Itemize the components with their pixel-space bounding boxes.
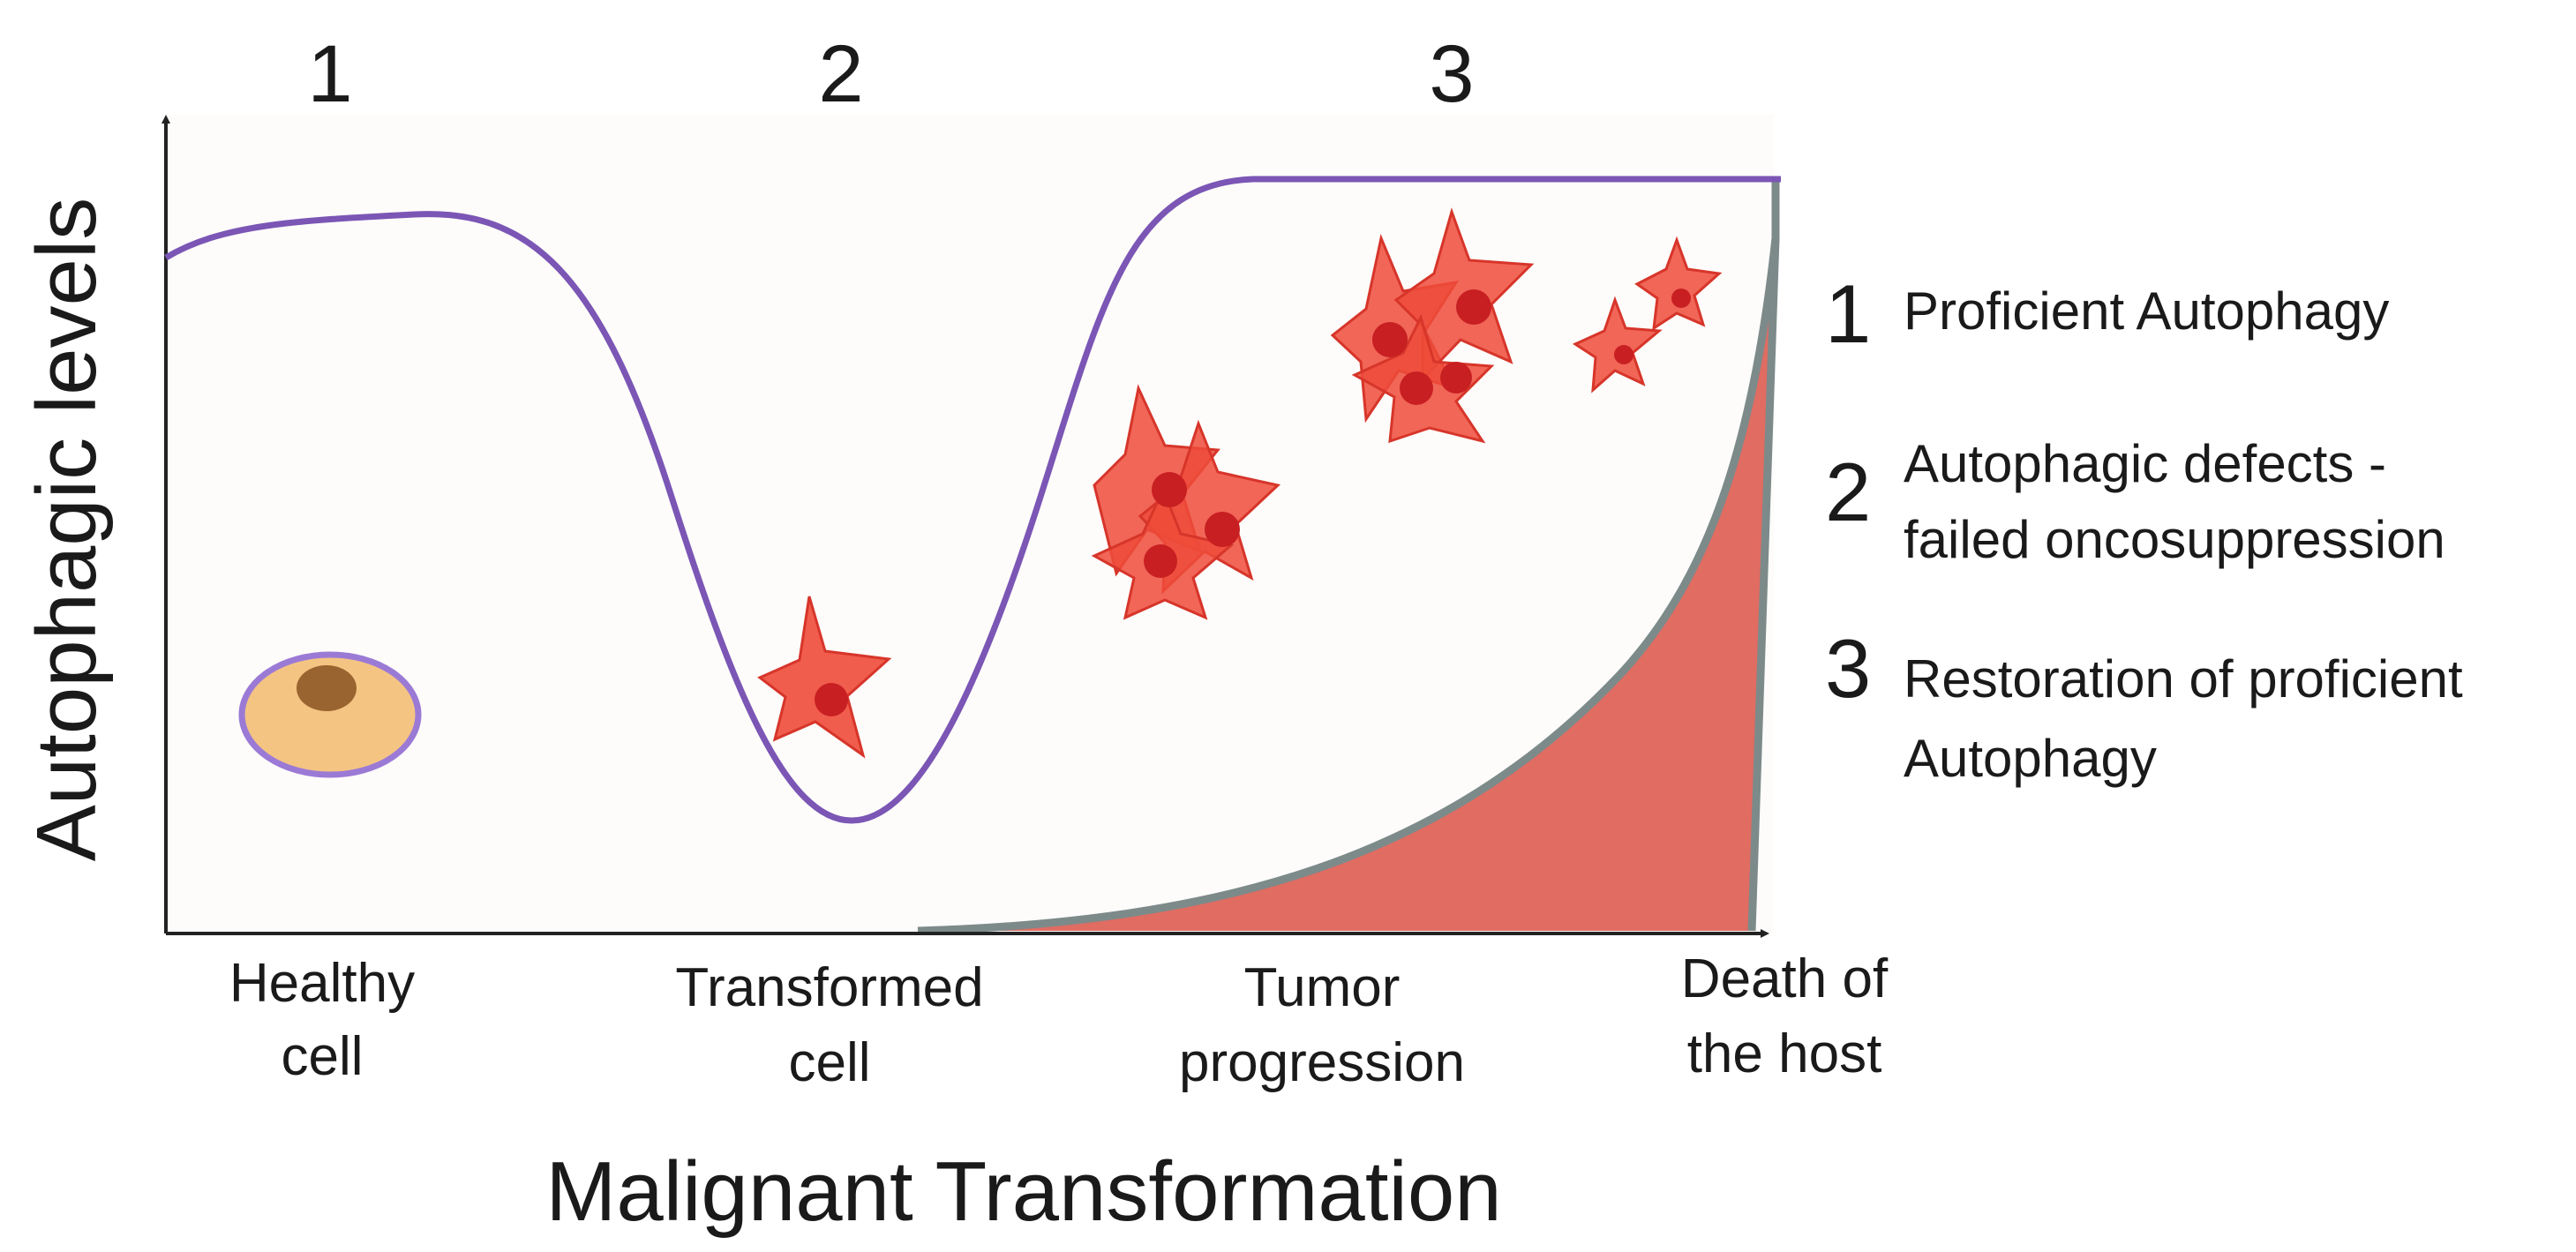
tumor-burden-area	[918, 238, 1776, 931]
legend-text-1: Proficient Autophagy	[1904, 281, 2389, 341]
stage-label-tumor-line1: Tumor	[1244, 957, 1401, 1018]
stage-label-healthy-line2: cell	[281, 1026, 363, 1087]
legend-text-2-line1: Autophagic defects -	[1904, 434, 2386, 493]
tumor-cell-cluster-small	[1091, 384, 1281, 620]
legend-number-2: 2	[1825, 446, 1871, 538]
legend-number-1: 1	[1825, 267, 1871, 360]
phase-number-2: 2	[818, 29, 863, 119]
tumor-burden-edge	[917, 237, 1780, 935]
healthy-cell-nucleus	[297, 665, 357, 711]
stage-label-tumor-line2: progression	[1179, 1032, 1465, 1093]
healthy-cell-illustration	[238, 651, 422, 778]
stage-label-death-line1: Death of	[1681, 948, 1889, 1009]
stage-label-healthy-line1: Healthy	[229, 953, 415, 1014]
legend: 1 Proficient Autophagy 2 Autophagic defe…	[1825, 267, 2463, 788]
transformed-cell-illustration	[757, 596, 892, 759]
autophagy-level-curve	[164, 176, 1781, 824]
tumor-cell-cluster-large	[1330, 207, 1535, 444]
tumor-burden-right-edge	[1747, 181, 1780, 932]
y-axis-title: Autophagic levels	[19, 198, 114, 861]
x-axis-title: Malignant Transformation	[545, 1144, 1501, 1239]
tumor-cell-cluster-metastatic	[1572, 236, 1723, 394]
legend-number-3: 3	[1825, 622, 1871, 715]
phase-number-3: 3	[1429, 29, 1474, 119]
legend-text-3-line2: Autophagy	[1904, 729, 2157, 788]
stage-label-transformed-line2: cell	[788, 1032, 870, 1093]
legend-text-2-line2: failed oncosuppression	[1904, 510, 2445, 569]
stage-label-transformed-line1: Transformed	[675, 957, 983, 1018]
legend-text-3-line1: Restoration of proficient	[1904, 649, 2463, 708]
stage-label-death-line2: the host	[1687, 1023, 1882, 1084]
phase-number-1: 1	[307, 29, 352, 119]
